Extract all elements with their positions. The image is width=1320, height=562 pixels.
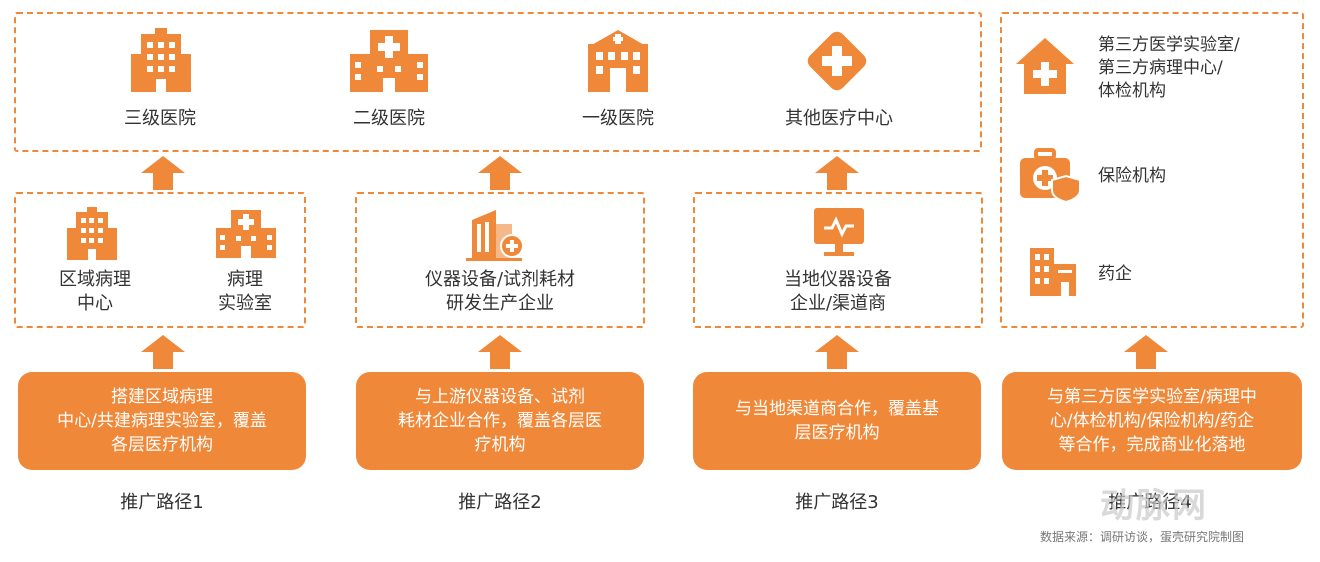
medical-cross-diamond-icon bbox=[807, 31, 867, 91]
arrow-up-icon bbox=[1124, 335, 1168, 369]
arrow-up-icon bbox=[815, 156, 859, 190]
label-pharma: 药企 bbox=[1098, 264, 1132, 284]
distributor-box bbox=[693, 192, 983, 328]
label-primary-hospital: 一级医院 bbox=[582, 108, 654, 129]
label-secondary-hospital: 二级医院 bbox=[353, 108, 425, 129]
arrow-up-icon bbox=[141, 156, 185, 190]
path-label-2: 推广路径2 bbox=[458, 492, 542, 513]
label-other-medical-center: 其他医疗中心 bbox=[785, 108, 893, 129]
medical-kit-shield-icon bbox=[1020, 148, 1081, 204]
arrow-up-icon bbox=[141, 335, 185, 369]
factory-building-icon bbox=[466, 210, 524, 261]
house-cross-icon bbox=[1016, 38, 1074, 94]
pathology-center-box bbox=[14, 192, 306, 328]
manufacturer-box bbox=[355, 192, 645, 328]
medical-institutions-box bbox=[14, 12, 982, 152]
arrow-up-icon bbox=[478, 156, 522, 190]
label-regional-pathology-center: 区域病理中心 bbox=[59, 269, 131, 314]
strategy-box-3: 与当地渠道商合作，覆盖基层医疗机构 bbox=[693, 372, 981, 470]
data-source: 数据来源：调研访谈，蛋壳研究院制图 bbox=[1040, 530, 1245, 544]
strategy-box-1: 搭建区域病理中心/共建病理实验室，覆盖各层医疗机构 bbox=[18, 372, 306, 470]
label-manufacturers: 仪器设备/试剂耗材研发生产企业 bbox=[424, 269, 576, 314]
watermark-logo: 动脉网 bbox=[1100, 478, 1208, 527]
arrow-up-icon bbox=[815, 335, 859, 369]
lab-building-icon bbox=[216, 210, 276, 258]
strategy-box-4: 与第三方医学实验室/病理中心/体检机构/保险机构/药企等合作，完成商业化落地 bbox=[1002, 372, 1302, 470]
hospital-cross-icon bbox=[350, 30, 428, 92]
label-tertiary-hospital: 三级医院 bbox=[124, 108, 196, 129]
path-label-4: 推广路径4 bbox=[1108, 492, 1192, 513]
path-label-1: 推广路径1 bbox=[120, 492, 204, 513]
high-rise-hospital-icon bbox=[131, 28, 191, 92]
pharma-building-icon bbox=[1030, 248, 1076, 296]
watermark-logo-text: 动脉网 bbox=[1100, 486, 1208, 526]
monitor-icon bbox=[814, 208, 864, 256]
path-label-3: 推广路径3 bbox=[795, 492, 879, 513]
label-third-party-labs: 第三方医学实验室/第三方病理中心/体检机构 bbox=[1098, 35, 1240, 101]
commercial-partners-box bbox=[1000, 12, 1304, 328]
clinic-building-icon bbox=[588, 30, 648, 92]
strategy-box-2: 与上游仪器设备、试剂耗材企业合作，覆盖各层医疗机构 bbox=[356, 372, 644, 470]
label-local-distributors: 当地仪器设备企业/渠道商 bbox=[784, 269, 892, 314]
label-insurance: 保险机构 bbox=[1098, 166, 1166, 186]
arrow-up-icon bbox=[478, 335, 522, 369]
office-building-icon bbox=[67, 207, 117, 260]
label-pathology-lab: 病理实验室 bbox=[218, 269, 272, 314]
